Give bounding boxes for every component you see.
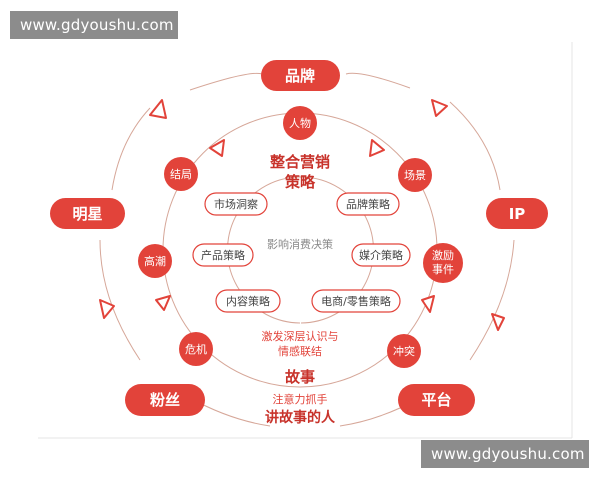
node-incentive-label-2: 事件: [432, 263, 454, 276]
outer-pill-fans-label: 粉丝: [150, 391, 180, 409]
pill-media-strategy-label: 媒介策略: [359, 248, 403, 262]
center-emotion-line2: 情感联结: [278, 345, 322, 358]
node-scene-label: 场景: [404, 168, 426, 182]
watermark-bottom: www.gdyoushu.com: [421, 440, 589, 468]
outer-pill-platform-label: 平台: [421, 391, 451, 409]
node-incentive: 激励 事件: [423, 243, 463, 283]
outer-pill-brand: 品牌: [261, 60, 340, 91]
outer-pill-ip: IP: [486, 198, 548, 229]
outer-pill-platform: 平台: [398, 384, 475, 416]
arrow-marker: [431, 99, 448, 117]
center-title-line2: 策略: [284, 173, 316, 191]
center-title-line1: 整合营销: [270, 153, 330, 171]
outer-pill-ip-label: IP: [509, 205, 526, 223]
node-climax-label: 高潮: [144, 254, 166, 268]
arrow-marker: [369, 139, 385, 157]
pill-content-strategy-label: 内容策略: [226, 294, 270, 308]
arrow-marker: [421, 295, 435, 313]
node-crisis: 危机: [179, 332, 213, 366]
node-conflict: 冲突: [387, 334, 421, 368]
node-ending-label: 结局: [170, 168, 192, 181]
outer-pill-brand-label: 品牌: [285, 67, 315, 85]
middle-ring-arrows: [155, 139, 435, 313]
arrow-marker: [155, 295, 171, 311]
pill-market-insight: 市场洞察: [204, 192, 268, 216]
pill-content-strategy: 内容策略: [215, 289, 281, 313]
outer-pill-star: 明星: [50, 198, 125, 229]
watermark-top: www.gdyoushu.com: [10, 11, 178, 39]
node-climax: 高潮: [138, 244, 172, 278]
pill-media-strategy: 媒介策略: [351, 243, 411, 267]
node-conflict-label: 冲突: [393, 344, 415, 358]
node-incentive-label-1: 激励: [432, 248, 454, 262]
center-emotion-line1: 激发深层认识与: [262, 329, 339, 343]
arrow-marker: [99, 299, 115, 319]
arrow-marker: [149, 99, 167, 119]
outer-pill-star-label: 明星: [72, 205, 102, 223]
arrow-marker: [209, 139, 225, 157]
outer-pill-fans: 粉丝: [125, 384, 205, 416]
pill-product-strategy: 产品策略: [192, 243, 254, 267]
pill-product-strategy-label: 产品策略: [201, 248, 245, 262]
node-person: 人物: [283, 106, 317, 140]
pill-retail-strategy-label: 电商/零售策略: [321, 294, 391, 308]
center-attention: 注意力抓手: [273, 392, 328, 406]
pill-market-insight-label: 市场洞察: [214, 197, 258, 211]
center-story: 故事: [285, 368, 315, 386]
pill-retail-strategy: 电商/零售策略: [311, 289, 401, 313]
pill-brand-strategy-label: 品牌策略: [346, 197, 390, 211]
center-influence: 影响消费决策: [267, 237, 333, 251]
outer-ring-arrows: [99, 99, 505, 331]
node-person-label: 人物: [289, 116, 311, 130]
node-ending: 结局: [164, 157, 198, 191]
node-crisis-label: 危机: [185, 342, 207, 356]
arrow-marker: [491, 313, 505, 331]
pill-brand-strategy: 品牌策略: [336, 192, 400, 216]
center-storyteller: 讲故事的人: [265, 409, 336, 426]
node-scene: 场景: [398, 158, 432, 192]
